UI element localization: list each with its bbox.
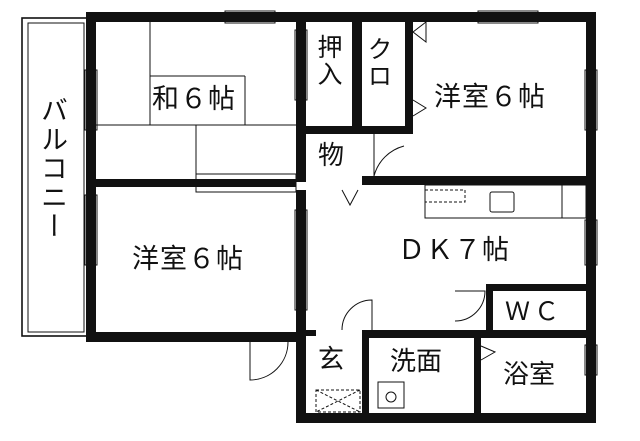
room-label-storage: 物 <box>318 141 345 171</box>
room-label-closet: クロ <box>364 36 393 90</box>
room-label-entrance: 玄 <box>318 345 345 375</box>
room-label-washitsu: 和６帖 <box>152 84 236 115</box>
room-label-washroom: 洗面 <box>390 347 443 377</box>
room-label-bathroom: 浴室 <box>503 360 556 390</box>
room-label-yoshitsu-west: 洋室６帖 <box>132 244 244 275</box>
room-label-oshiire: 押入 <box>314 34 343 88</box>
kitchen-counter <box>424 184 587 219</box>
room-label-dk: ＤＫ７帖 <box>398 235 510 266</box>
room-label-balcony: バルコニー <box>36 96 67 241</box>
room-label-wc: ＷＣ <box>505 297 564 326</box>
swing-doors <box>249 20 497 381</box>
fixtures <box>315 381 405 413</box>
exterior-walls <box>86 12 596 423</box>
room-label-yoshitsu-east: 洋室６帖 <box>434 82 546 113</box>
washitsu-tatami-lines <box>96 22 296 179</box>
sliding-doors <box>195 29 308 311</box>
windows <box>84 10 598 376</box>
